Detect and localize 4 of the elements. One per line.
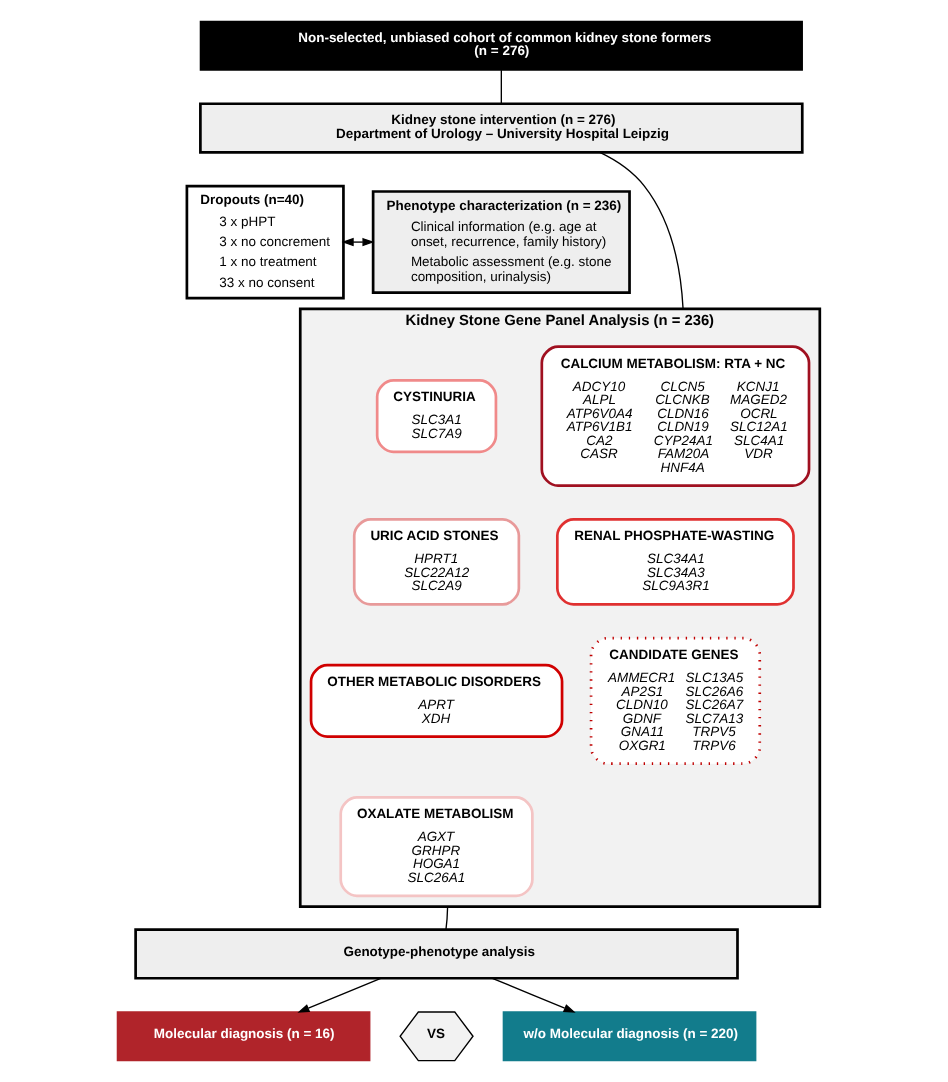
connector xyxy=(445,906,449,931)
connector xyxy=(500,69,502,105)
arrow xyxy=(341,237,375,247)
connector xyxy=(599,151,684,310)
